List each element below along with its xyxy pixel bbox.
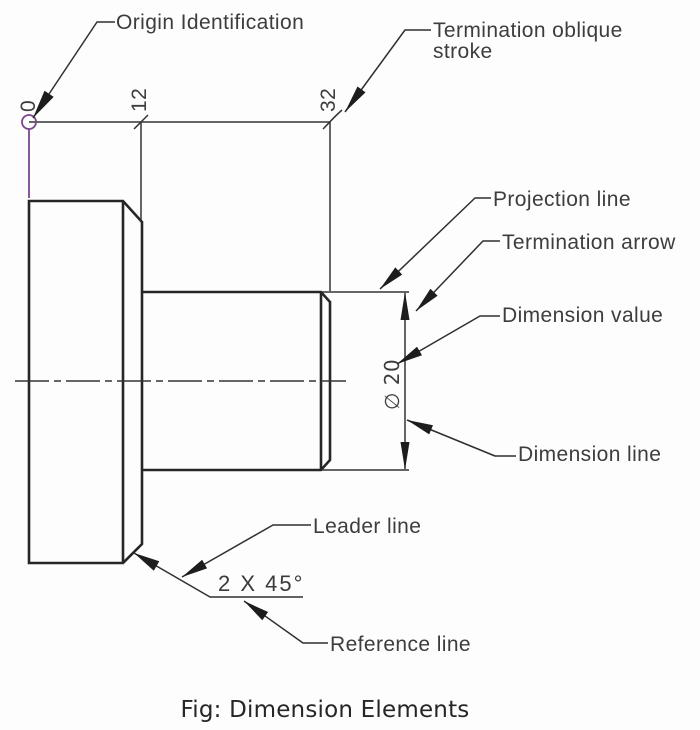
oblique-stroke-12: [133, 114, 149, 130]
callout-projection-leader: [379, 197, 491, 290]
callout-leader-line-leader: [181, 524, 311, 578]
callout-origin-arrow: [33, 90, 54, 118]
label-termination-arrow: Termination arrow: [502, 231, 676, 254]
flange-outline: [27, 199, 144, 565]
label-dimension-line: Dimension line: [518, 443, 661, 466]
label-dimension-value: Dimension value: [502, 304, 663, 327]
termination-arrow-top: [400, 292, 410, 320]
callout-termination-arrow-leader: [415, 240, 500, 312]
label-termination-oblique-1: Termination oblique: [433, 19, 623, 42]
figure-caption: Fig: Dimension Elements: [181, 697, 470, 723]
callout-reference-line-arrow: [244, 601, 269, 621]
chamfer-note: 2 X 45°: [218, 571, 304, 596]
value-diameter: ∅ 20: [380, 359, 404, 410]
callout-termination-arrow-arrow: [416, 288, 438, 311]
callout-leader-line-arrow: [182, 559, 208, 577]
callout-dimension-line-arrow: [407, 420, 433, 435]
oblique-stroke-32: [322, 109, 343, 130]
callout-dimension-line-leader: [406, 419, 516, 457]
callout-dimension-value-arrow: [397, 346, 422, 364]
callout-dimension-value-leader: [396, 315, 500, 365]
label-projection-line: Projection line: [493, 188, 631, 211]
callout-projection-arrow: [380, 267, 403, 289]
label-termination-oblique-2: stroke: [433, 40, 493, 63]
label-reference-line: Reference line: [330, 633, 471, 656]
label-origin-identification: Origin Identification: [116, 11, 304, 34]
value-0: 0: [17, 100, 40, 112]
value-32: 32: [317, 88, 340, 112]
callout-oblique-leader: [344, 29, 431, 113]
termination-arrow-bottom: [400, 442, 410, 470]
value-12: 12: [128, 88, 151, 112]
callout-oblique-arrow: [345, 86, 366, 112]
chamfer-leader-arrow: [134, 553, 160, 571]
chamfer-leader-line: [133, 552, 303, 598]
callout-origin-leader: [32, 21, 115, 119]
label-leader-line: Leader line: [313, 515, 421, 538]
